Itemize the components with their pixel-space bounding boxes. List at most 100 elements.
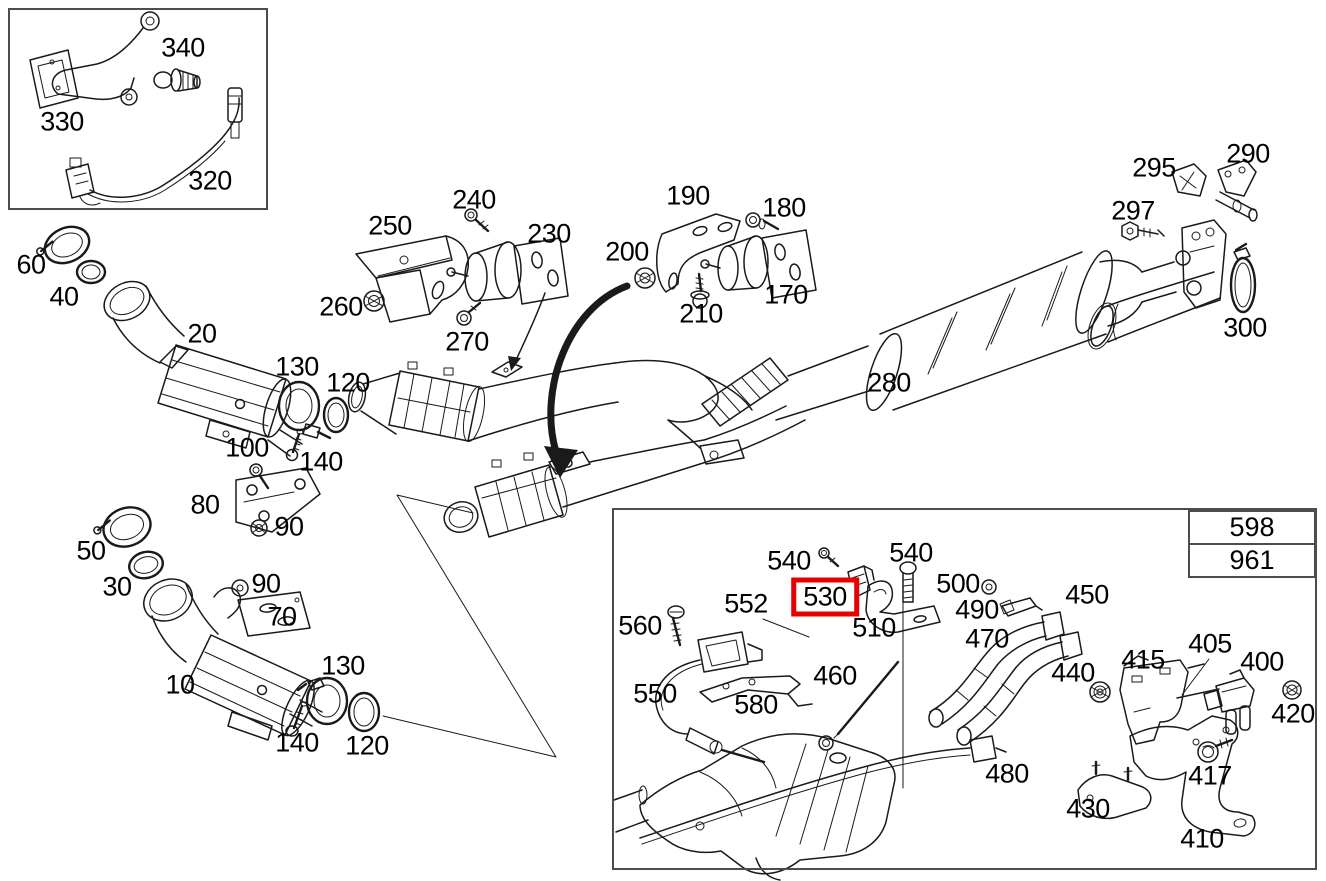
part-540-bolt-left [818, 547, 840, 568]
part-170-rubber-mount [700, 229, 817, 299]
part-90-nut [250, 519, 268, 537]
part-300-clamp [1229, 242, 1257, 314]
part-label-430-55[interactable]: 430 [1066, 793, 1110, 824]
part-label-340-1[interactable]: 340 [161, 32, 205, 63]
part-label-510-40[interactable]: 510 [852, 612, 896, 643]
part-label-80-25[interactable]: 80 [190, 489, 220, 520]
detail-rear-muffler [613, 733, 896, 881]
part-label-130-21[interactable]: 130 [275, 351, 319, 382]
part-500-grommet [981, 579, 997, 595]
part-180-bolt [745, 212, 780, 231]
part-label-70-30[interactable]: 70 [267, 601, 297, 632]
pipe-y-junction [614, 359, 806, 465]
part-label-140-33[interactable]: 140 [275, 727, 319, 758]
part-330-bracket [29, 11, 160, 109]
part-label-50-27[interactable]: 50 [76, 535, 106, 566]
part-label-210-14[interactable]: 210 [679, 298, 723, 329]
part-label-420-52[interactable]: 420 [1271, 698, 1315, 729]
part-label-170-15[interactable]: 170 [764, 279, 808, 310]
part-340-bolt [153, 68, 201, 92]
part-190-bracket [656, 213, 741, 293]
part-label-552-36[interactable]: 552 [724, 588, 768, 619]
part-label-270-10[interactable]: 270 [445, 326, 489, 357]
thick-pointer-arrow [544, 282, 631, 478]
part-label-415-49[interactable]: 415 [1121, 644, 1165, 675]
part-label-200-11[interactable]: 200 [605, 236, 649, 267]
part-label-550-45[interactable]: 550 [633, 678, 677, 709]
part-label-490-42[interactable]: 490 [955, 594, 999, 625]
part-label-540-39[interactable]: 540 [889, 537, 933, 568]
part-540-bolt-right [899, 561, 917, 603]
part-140-bolt-lower [285, 701, 308, 737]
part-label-440-48[interactable]: 440 [1051, 657, 1095, 688]
lower-exhaust-pipe [443, 439, 705, 538]
part-label-60-3[interactable]: 60 [16, 249, 46, 280]
part-label-580-46[interactable]: 580 [734, 689, 778, 720]
reference-code-row[interactable]: 598 [1229, 512, 1275, 542]
part-label-330-0[interactable]: 330 [40, 106, 84, 137]
part-260-nut [363, 290, 385, 312]
part-470-pipe [928, 611, 1065, 728]
part-label-40-4[interactable]: 40 [49, 281, 79, 312]
part-label-250-6[interactable]: 250 [368, 210, 412, 241]
part-label-560-35[interactable]: 560 [618, 610, 662, 641]
part-label-260-9[interactable]: 260 [319, 291, 363, 322]
part-label-410-56[interactable]: 410 [1180, 823, 1224, 854]
part-label-530-38[interactable]: 530 [791, 577, 859, 617]
reference-code-table: 598 961 [1188, 510, 1316, 578]
part-label-417-53[interactable]: 417 [1188, 760, 1232, 791]
part-415-bracket [1119, 655, 1205, 745]
part-label-480-54[interactable]: 480 [985, 758, 1029, 789]
part-label-30-28[interactable]: 30 [102, 571, 132, 602]
part-290-hanger-pin [1215, 159, 1258, 222]
part-label-500-41[interactable]: 500 [936, 568, 980, 599]
part-label-540-37[interactable]: 540 [767, 545, 811, 576]
part-240-bolt [464, 208, 490, 233]
part-120-gasket-upper [322, 396, 350, 434]
part-label-240-7[interactable]: 240 [452, 184, 496, 215]
part-label-130-32[interactable]: 130 [321, 650, 365, 681]
part-label-300-20[interactable]: 300 [1223, 312, 1267, 343]
part-label-10-31[interactable]: 10 [165, 669, 195, 700]
part-label-297-19[interactable]: 297 [1111, 195, 1155, 226]
part-490-pin [999, 597, 1043, 617]
part-440-nut [1089, 681, 1111, 703]
part-30-gasket [128, 550, 164, 580]
part-label-190-12[interactable]: 190 [666, 180, 710, 211]
part-label-290-18[interactable]: 290 [1226, 138, 1270, 169]
part-270-bolt [456, 301, 482, 326]
part-label-90-26[interactable]: 90 [274, 511, 304, 542]
inset-box-bottom-right [612, 508, 1317, 870]
part-label-450-44[interactable]: 450 [1065, 579, 1109, 610]
part-label-280-16[interactable]: 280 [867, 367, 911, 398]
part-480-pipe [639, 735, 1007, 845]
part-label-140-24[interactable]: 140 [299, 446, 343, 477]
part-label-470-43[interactable]: 470 [965, 623, 1009, 654]
part-label-90-29[interactable]: 90 [251, 568, 281, 599]
part-label-120-34[interactable]: 120 [345, 730, 389, 761]
part-label-295-17[interactable]: 295 [1132, 152, 1176, 183]
part-510-bracket [865, 580, 941, 633]
part-label-20-5[interactable]: 20 [187, 318, 217, 349]
part-417-bolt [1197, 737, 1234, 763]
part-label-180-13[interactable]: 180 [762, 192, 806, 223]
part-label-405-50[interactable]: 405 [1188, 628, 1232, 659]
part-50-clamp [93, 506, 152, 548]
part-60-clamp [36, 225, 91, 265]
flex-coupling [701, 345, 873, 427]
part-label-400-51[interactable]: 400 [1240, 646, 1284, 677]
part-label-230-8[interactable]: 230 [527, 218, 571, 249]
thin-pointer-arrow [508, 292, 546, 371]
part-320-oxygen-sensor [65, 87, 243, 206]
part-label-120-22[interactable]: 120 [326, 367, 370, 398]
part-label-320-2[interactable]: 320 [188, 165, 232, 196]
part-label-100-23[interactable]: 100 [225, 432, 269, 463]
part-120-gasket-lower [347, 691, 381, 733]
part-label-460-47[interactable]: 460 [813, 660, 857, 691]
part-410-bracket [1129, 715, 1256, 837]
reference-code-row[interactable]: 961 [1190, 543, 1314, 576]
part-297-bolt [1121, 221, 1165, 241]
